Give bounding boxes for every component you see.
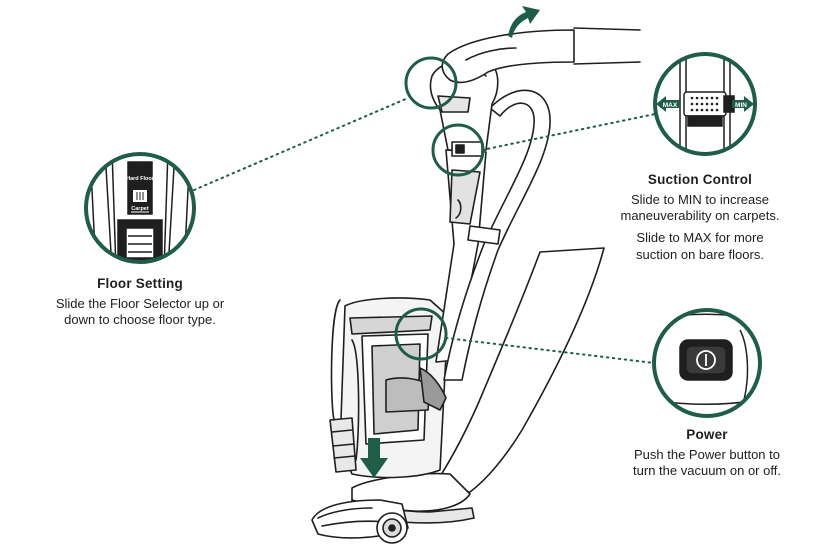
leader-suction (481, 113, 656, 151)
floor-label-carpet: Carpet (131, 206, 149, 212)
leader-power (445, 337, 655, 364)
marker-floor (404, 56, 458, 110)
canister-body (329, 297, 449, 479)
suction-control-line3: Slide to MAX for more (636, 230, 764, 246)
suction-min-label: MIN (735, 102, 747, 109)
vacuum-illustration (311, 27, 641, 544)
min-arrow-icon (732, 96, 754, 112)
power-title: Power (686, 427, 728, 442)
floor-label-hard: Hard Floor (126, 176, 155, 182)
power-icon (696, 350, 716, 370)
callout-floor-setting: Floor Setting Slide the Floor Selector u… (18, 276, 262, 328)
suction-control-title: Suction Control (647, 172, 753, 187)
floor-setting-line1: Slide the Floor Selector up or (55, 295, 225, 311)
suction-control-line1: Slide to MIN to increase (630, 191, 769, 207)
suction-control-line2: maneuverability on carpets. (620, 208, 780, 224)
marker-power (394, 307, 448, 361)
max-arrow-icon (656, 96, 680, 112)
callout-power: Power Push the Power button to turn the … (598, 427, 816, 479)
inset-floor-setting: Hard Floor Carpet (84, 152, 196, 264)
floor-setting-line2: down to choose floor type. (64, 312, 216, 328)
tilt-arrow-icon (508, 6, 540, 38)
inset-power (652, 308, 762, 418)
suction-max-label: MAX (663, 102, 678, 109)
callout-suction-control: Suction Control Slide to MIN to increase… (588, 172, 812, 263)
marker-suction (431, 123, 485, 177)
floor-setting-title: Floor Setting (97, 276, 183, 291)
person-hand (441, 29, 575, 84)
inset-suction-control: MAX MIN (653, 52, 757, 156)
power-line1: Push the Power button to (634, 446, 780, 462)
leader-floor (193, 97, 409, 191)
suction-control-line4: suction on bare floors. (636, 246, 764, 262)
power-line2: turn the vacuum on or off. (633, 463, 781, 479)
push-down-arrow-icon (360, 438, 388, 478)
floor-nozzle (311, 499, 409, 544)
